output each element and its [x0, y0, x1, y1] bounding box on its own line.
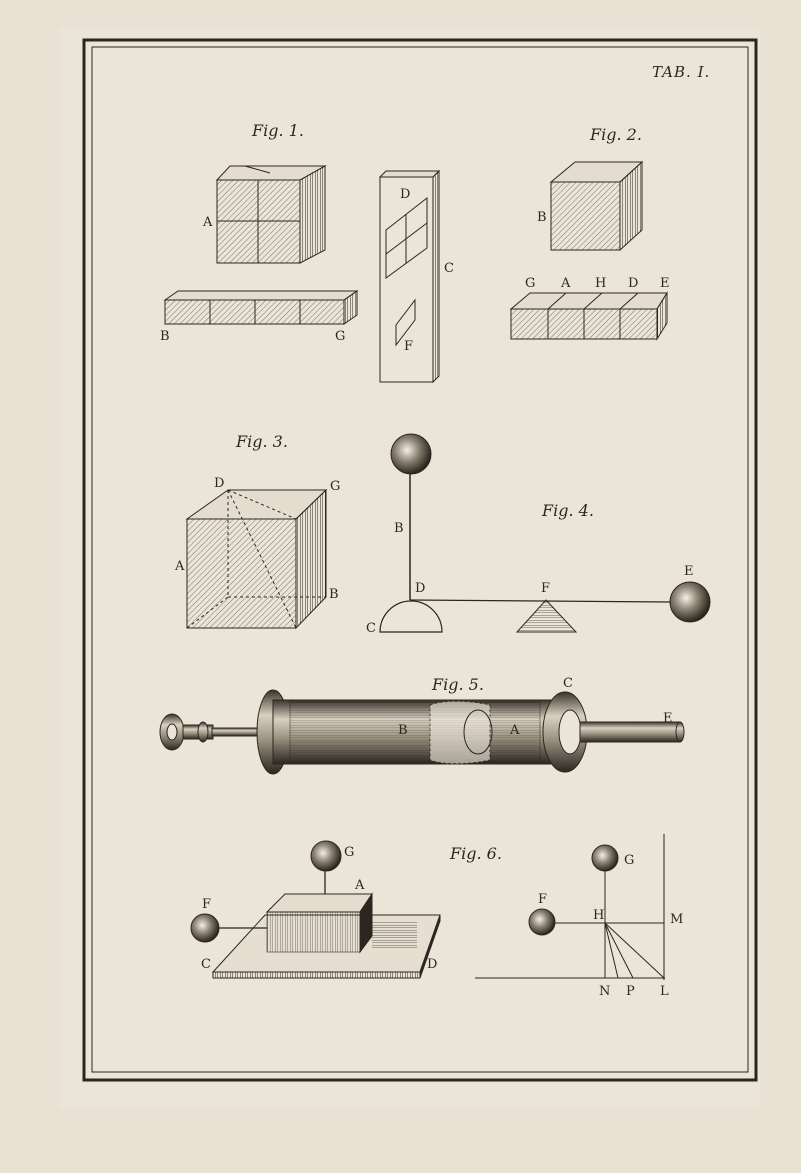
fig4-label-e: E [684, 564, 694, 579]
fig1-label-b: B [160, 329, 170, 344]
fig3-caption: Fig. 3. [235, 432, 288, 451]
figure-1: Fig. 1. A B G [160, 121, 359, 344]
fig5-caption: Fig. 5. [431, 675, 484, 694]
plate-border [82, 38, 758, 1082]
fig6-ball-f [190, 913, 220, 943]
fig1-label-a: A [202, 215, 213, 230]
fig6-label-l: L [660, 984, 669, 999]
fig5-label-c: C [563, 676, 573, 691]
fig2-label-a: A [560, 276, 571, 291]
fig6-label-c: C [201, 957, 211, 972]
fig3-prism [185, 488, 328, 630]
fig5-label-b: B [398, 723, 408, 738]
fig5-handle [159, 713, 263, 751]
fig6-label-m: M [670, 912, 683, 927]
fig6-label-n: N [599, 984, 610, 999]
figure-3: Fig. 3. D G A B [174, 432, 340, 630]
fig3-label-b: B [329, 587, 339, 602]
fig3-label-g: G [330, 479, 340, 494]
figure-4: Fig. 4. B C D F E [366, 433, 711, 636]
fig2-bar [509, 291, 668, 341]
fig6-ball-f2 [528, 908, 556, 936]
fig6-label-g2: G [624, 853, 634, 868]
fig2-label-d: D [628, 276, 638, 291]
fig2-label-b: B [537, 210, 547, 225]
fig4-label-d: D [415, 581, 425, 596]
fig3-label-d: D [214, 476, 224, 491]
board-label-c: C [444, 261, 454, 276]
fig6-geometry [475, 834, 665, 980]
fig6-label-d: D [427, 957, 437, 972]
fig1-label-g: G [335, 329, 345, 344]
fig4-label-b: B [394, 521, 404, 536]
fig6-caption: Fig. 6. [449, 844, 502, 863]
fig1-cube [215, 165, 327, 264]
fig4-label-c: C [366, 621, 376, 636]
fig6-label-f: F [202, 897, 211, 912]
figure-6: Fig. 6. G A F C D [190, 834, 683, 999]
board-label-f: F [404, 339, 413, 354]
fig4-ball-top [390, 433, 432, 475]
fig2-label-g: G [525, 276, 535, 291]
fig4-lever [409, 599, 673, 603]
plate-title: TAB. I. [652, 63, 710, 81]
fig5-label-e: E [663, 711, 673, 726]
fig6-ball-g2 [591, 844, 619, 872]
fig5-label-a: A [509, 723, 520, 738]
fig6-label-g: G [344, 845, 354, 860]
fig6-label-f2: F [538, 892, 547, 907]
fig4-caption: Fig. 4. [541, 501, 594, 520]
fig6-ball-g [310, 840, 342, 872]
center-board [378, 169, 441, 384]
fig2-caption: Fig. 2. [589, 125, 642, 144]
board-label-d: D [400, 187, 410, 202]
fig1-caption: Fig. 1. [251, 121, 304, 140]
fig5-barrel [256, 689, 685, 775]
fig2-label-e: E [660, 276, 670, 291]
fig4-ball-e [669, 581, 711, 623]
fig2-label-h: H [595, 276, 606, 291]
fig6-label-a: A [354, 878, 365, 893]
figure-5: Fig. 5. C E B A [159, 675, 685, 775]
fig4-label-f: F [541, 581, 550, 596]
fig1-bar [163, 290, 359, 325]
fig6-label-h: H [593, 908, 604, 923]
figure-2: Fig. 2. B G A H D E [509, 125, 670, 341]
fig4-fulcrum [515, 599, 578, 633]
fig2-cube [549, 160, 644, 252]
fig4-semicircle-base [379, 600, 443, 633]
fig6-block [265, 892, 417, 954]
fig6-label-p: P [626, 984, 635, 999]
fig3-label-a: A [174, 559, 185, 574]
